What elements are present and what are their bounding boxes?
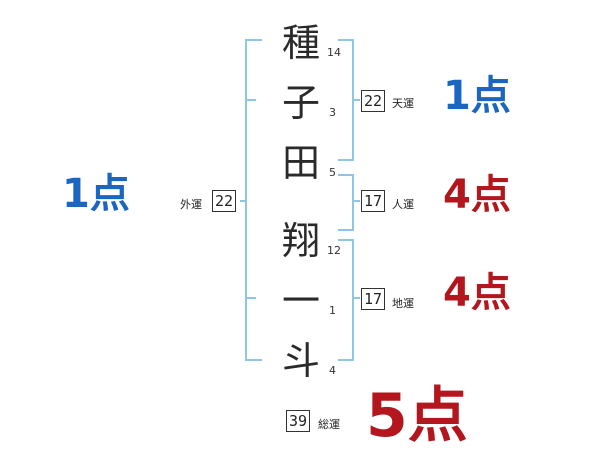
name-char-6: 斗 (282, 339, 321, 383)
name-char-5: 一 (282, 279, 321, 323)
name-char-1: 種 (282, 21, 321, 65)
tenkaku-label: 天運 (392, 97, 414, 110)
soukaku-value-box: 39 (286, 410, 310, 432)
soukaku-label: 総運 (318, 418, 340, 431)
tenkaku-score: 1点 (443, 73, 511, 119)
stroke-count-4: 12 (327, 244, 341, 257)
stroke-count-1: 14 (327, 46, 341, 59)
stroke-count-3: 5 (329, 166, 336, 179)
chikaku-bracket (338, 239, 354, 361)
soukaku-score: 5点 (366, 381, 468, 451)
chikaku-label: 地運 (392, 297, 414, 310)
jinkaku-score: 4点 (443, 172, 511, 218)
jinkaku-bracket (338, 174, 354, 231)
jinkaku-label: 人運 (392, 198, 414, 211)
gaikaku-score: 1点 (62, 171, 130, 217)
name-char-4: 翔 (282, 219, 321, 263)
name-char-2: 子 (282, 81, 321, 125)
chikaku-score: 4点 (443, 270, 511, 316)
stroke-count-5: 1 (329, 304, 336, 317)
stroke-count-2: 3 (329, 106, 336, 119)
gaikaku-label: 外運 (180, 198, 202, 211)
tenkaku-value-box: 22 (361, 90, 385, 112)
gaikaku-value-box: 22 (212, 190, 236, 212)
chikaku-value-box: 17 (361, 288, 385, 310)
stroke-count-6: 4 (329, 364, 336, 377)
jinkaku-value-box: 17 (361, 190, 385, 212)
name-char-3: 田 (282, 141, 321, 185)
outer-bracket (245, 39, 262, 361)
